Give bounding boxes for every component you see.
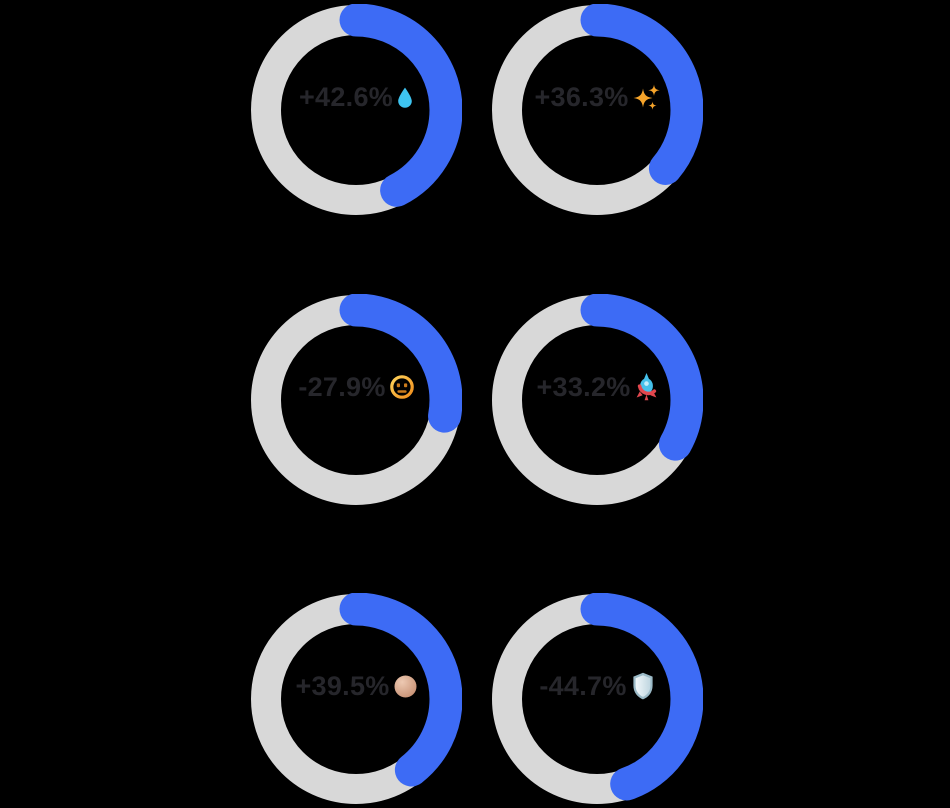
donut-ring: [250, 593, 462, 805]
rocket-icon: [635, 373, 658, 401]
percentage-text: -44.7%: [539, 670, 627, 701]
donut-progress-arc: [250, 294, 462, 506]
donut-chart-6: -44.7%: [491, 593, 703, 805]
percentage-text: +36.3%: [534, 81, 629, 112]
donut-value-label: +39.5%: [250, 670, 462, 702]
donut-chart-2: +36.3%: [491, 4, 703, 216]
donut-value-label: +36.3%: [491, 81, 703, 113]
percentage-text: +39.5%: [295, 670, 390, 701]
donut-progress-arc: [491, 294, 703, 506]
donut-chart-4: +33.2%: [491, 294, 703, 506]
donut-value-label: -44.7%: [491, 670, 703, 702]
donut-progress-arc: [250, 593, 462, 805]
donut-value-label: +33.2%: [491, 371, 703, 403]
donut-value-label: -27.9%: [250, 371, 462, 403]
donut-chart-5: +39.5%: [250, 593, 462, 805]
droplet-icon: [397, 87, 413, 108]
sparkles-icon: [633, 84, 660, 111]
donut-progress-arc: [491, 593, 703, 805]
donut-ring: [491, 593, 703, 805]
donut-ring: [491, 294, 703, 506]
donut-ring: [491, 4, 703, 216]
shield-icon: [631, 672, 655, 700]
donut-chart-3: -27.9%: [250, 294, 462, 506]
percentage-text: +33.2%: [536, 371, 631, 402]
donut-value-label: +42.6%: [250, 81, 462, 113]
percentage-text: -27.9%: [298, 371, 386, 402]
tan-circle-icon: [394, 675, 417, 698]
percentage-text: +42.6%: [298, 81, 394, 112]
neutral-face-icon: [389, 375, 414, 399]
donut-progress-arc: [250, 4, 462, 216]
donut-ring: [250, 4, 462, 216]
donut-chart-1: +42.6%: [250, 4, 462, 216]
donut-ring: [250, 294, 462, 506]
donut-progress-arc: [491, 4, 703, 216]
